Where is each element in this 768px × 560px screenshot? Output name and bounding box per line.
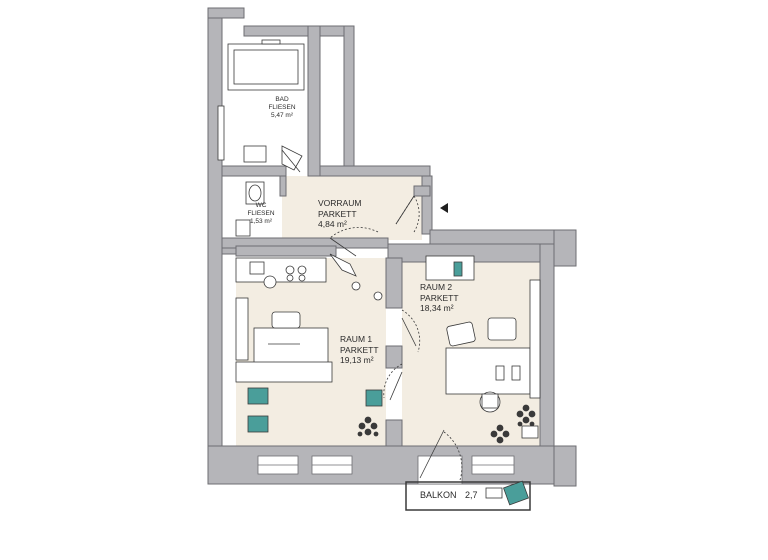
wall-right-step <box>553 229 577 267</box>
room-label-raum2: RAUM 2 PARKETT 18,34 m² <box>420 282 476 314</box>
wall-middle-divider-low <box>385 345 403 369</box>
wall-top-vorraum <box>319 165 431 177</box>
kitchen-counter <box>235 257 327 283</box>
room-area-bad: 5,47 m² <box>270 112 294 120</box>
room-floor-vorraum: PARKETT <box>318 208 357 219</box>
raum1-shelf <box>235 297 249 361</box>
entrance-arrow-icon <box>440 203 448 213</box>
doors <box>281 149 463 481</box>
room-area-raum1: 19,13 m² <box>340 355 374 366</box>
wall-wc-right <box>279 175 287 197</box>
chair-teal-1 <box>247 387 269 405</box>
room-name-balkon: BALKON <box>420 490 457 500</box>
door-vorraum-bottom <box>329 237 357 257</box>
plant-raum1 <box>357 416 379 437</box>
room-area-raum2: 18,34 m² <box>420 303 454 314</box>
bath-cabinet <box>217 105 225 161</box>
wall-left-outer <box>207 7 223 485</box>
raum1-furniture <box>235 291 383 437</box>
door-raum1 <box>389 371 403 401</box>
plant-raum2-b <box>516 404 536 427</box>
raum1-sideboard <box>235 361 333 383</box>
wall-bad-right <box>307 25 321 177</box>
room-area-vorraum: 4,84 m² <box>318 219 347 230</box>
room-label-bad: BAD FLIESEN 5,47 m² <box>262 96 302 120</box>
room-label-vorraum: VORRAUM PARKETT 4,84 m² <box>318 198 382 230</box>
kitchen <box>235 253 361 291</box>
bathroom-fixtures <box>217 39 305 237</box>
shower-head <box>261 39 281 45</box>
room-name-raum2: RAUM 2 <box>420 282 453 292</box>
room-name-wc: WC <box>255 202 267 209</box>
wc-toilet <box>235 219 251 237</box>
wall-corridor-left <box>319 35 345 177</box>
raum2-cabinet <box>425 255 475 281</box>
room-floor-raum2: PARKETT <box>420 292 459 303</box>
balkon-furniture <box>485 480 529 506</box>
wall-raum1-top <box>221 247 237 255</box>
door-bad <box>281 149 301 173</box>
door-raum2 <box>401 317 417 347</box>
wall-bad-wc <box>221 165 287 177</box>
window-raum2-door <box>417 455 463 485</box>
room-floor-raum1: PARKETT <box>340 344 379 355</box>
chair-teal-2 <box>247 415 269 433</box>
room-floor-wc: FLIESEN <box>247 210 275 218</box>
wall-vorraum-right-top <box>413 185 431 197</box>
room-name-raum1: RAUM 1 <box>340 334 373 344</box>
raum2-sideboard <box>529 279 541 399</box>
raum2-furniture <box>425 255 541 444</box>
door-balkon <box>419 429 445 479</box>
room-name-bad: BAD <box>275 96 289 103</box>
wall-vorraum-right <box>421 175 433 235</box>
walls <box>207 7 577 487</box>
wall-right-bottom-step <box>553 445 577 487</box>
wall-corridor-right <box>343 25 355 177</box>
chair-teal-3 <box>365 389 383 407</box>
floor-vorraum <box>282 176 422 240</box>
windows <box>257 455 515 485</box>
room-area-wc: 1,53 m² <box>249 218 273 226</box>
room-label-balkon: BALKON 2,7 <box>420 490 478 501</box>
balkon-outline <box>405 481 531 511</box>
room-area-balkon: 2,7 <box>465 490 478 500</box>
room-label-wc: WC FLIESEN 1,53 m² <box>244 202 278 226</box>
room-floor-bad: FLIESEN <box>268 104 296 112</box>
room-label-raum1: RAUM 1 PARKETT 19,13 m² <box>340 334 396 366</box>
room-name-vorraum: VORRAUM <box>318 198 362 208</box>
bath-sink <box>243 145 267 163</box>
wall-top-bad <box>207 7 245 19</box>
raum1-desk <box>253 327 329 365</box>
wall-middle-divider <box>385 257 403 309</box>
wall-top-bad-right <box>243 25 345 37</box>
wall-raum1-top-inner <box>235 245 337 257</box>
plant-raum2-a <box>490 424 510 444</box>
